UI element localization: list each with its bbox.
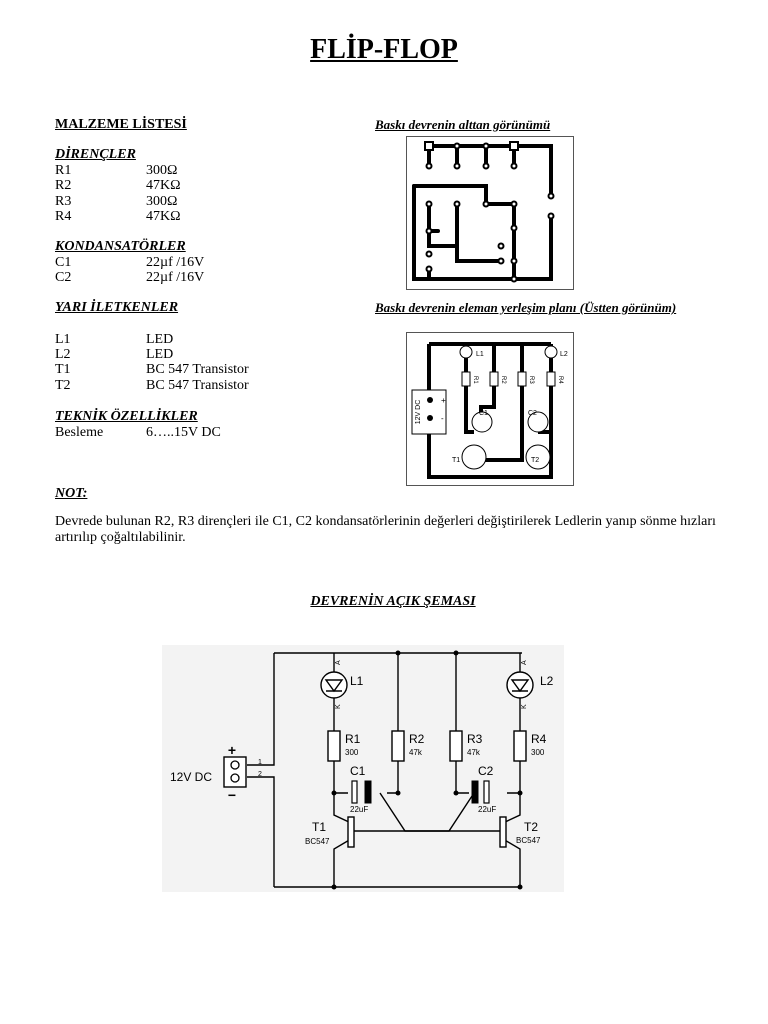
resistor-r2: [391, 730, 405, 762]
schematic-heading: DEVRENİN AÇIK ŞEMASI: [310, 594, 476, 609]
junction-dots: [331, 650, 523, 890]
component-outlines: [459, 345, 558, 470]
connector-pin-1: [230, 760, 240, 770]
pin-1-label: 1: [258, 759, 262, 766]
transistor-t2: [499, 816, 507, 848]
component-ref: T1: [55, 362, 71, 377]
pcb-top-view: 12V DC + - L1 L2 R1 R2 R3 R4 C1 C2 T1 T2: [406, 332, 574, 486]
t1-value: BC547: [305, 837, 330, 846]
l2-anode-label: A: [521, 660, 528, 665]
r1-label: R1: [472, 376, 478, 384]
pin-2-label: 2: [258, 771, 262, 778]
pcb-board: [406, 136, 574, 290]
plus-label: +: [441, 396, 446, 405]
supply-minus: −: [228, 787, 236, 803]
c2-value: 22uF: [478, 805, 496, 814]
c2-label: C2: [478, 764, 494, 778]
resistor-r4: [513, 730, 527, 762]
component-value: 47KΩ: [146, 178, 181, 193]
transistor-t1: [347, 816, 355, 848]
component-value: LED: [146, 332, 174, 347]
connector-pin-2: [230, 773, 240, 783]
semiconductors-heading: YARI İLETKENLER: [55, 300, 179, 315]
r3-value: 47k: [467, 748, 481, 757]
l2-label: L2: [560, 351, 568, 358]
component-ref: Besleme: [55, 425, 104, 440]
pad: [427, 415, 433, 421]
component-ref: C1: [55, 255, 72, 270]
resistors-heading: DİRENÇLER: [55, 147, 136, 162]
r1-label: R1: [345, 732, 361, 746]
t1-label: T1: [312, 820, 326, 834]
dc-label: 12V DC: [415, 400, 422, 425]
capacitor-c1: [351, 780, 372, 804]
r4-value: 300: [531, 748, 545, 757]
component-ref: T2: [55, 378, 71, 393]
c1-value: 22uF: [350, 805, 368, 814]
component-value: BC 547 Transistor: [146, 378, 249, 393]
r1-value: 300: [345, 748, 359, 757]
l2-label: L2: [540, 674, 554, 688]
material-list-heading: MALZEME LİSTESİ: [55, 117, 187, 132]
capacitors-heading: KONDANSATÖRLER: [55, 239, 186, 254]
component-ref: L2: [55, 347, 71, 362]
t2-value: BC547: [516, 836, 541, 845]
c2-label: C2: [528, 410, 537, 417]
pcb-top-caption: Baskı devrenin eleman yerleşim planı (Üs…: [375, 300, 677, 315]
l1-label: L1: [350, 674, 364, 688]
pcb-pads: [424, 141, 555, 283]
l2-cathode-label: K: [521, 704, 528, 709]
supply-connector: [223, 756, 247, 788]
note-text: Devrede bulunan R2, R3 dirençleri ile C1…: [55, 514, 716, 545]
pcb-bottom-view: [406, 136, 574, 290]
led-l1: [320, 671, 348, 699]
r2-value: 47k: [409, 748, 423, 757]
c1-label: C1: [479, 410, 488, 417]
circuit-schematic: + − 1 2 12V DC L1 A K L2 A K R1 300 R2 4…: [162, 645, 564, 892]
l1-cathode-label: K: [335, 704, 342, 709]
l1-anode-label: A: [335, 660, 342, 665]
led-l2: [506, 671, 534, 699]
r2-label: R2: [500, 376, 506, 384]
note-heading: NOT:: [55, 486, 88, 501]
component-ref: C2: [55, 270, 72, 285]
pad: [427, 397, 433, 403]
supply-label: 12V DC: [170, 770, 212, 784]
r4-label: R4: [531, 732, 547, 746]
component-ref: R1: [55, 163, 72, 178]
r3-label: R3: [467, 732, 483, 746]
t1-label: T1: [452, 457, 460, 464]
component-ref: R3: [55, 194, 72, 209]
capacitor-c2: [471, 780, 490, 804]
c1-label: C1: [350, 764, 366, 778]
t2-label: T2: [524, 820, 538, 834]
pcb-bottom-caption: Baskı devrenin alttan görünümü: [375, 117, 551, 132]
t2-label: T2: [531, 457, 539, 464]
component-value: 22µf /16V: [146, 270, 205, 285]
page-title: FLİP-FLOP: [310, 34, 458, 65]
component-value: 22µf /16V: [146, 255, 205, 270]
component-value: 300Ω: [146, 163, 178, 178]
r3-label: R3: [528, 376, 534, 384]
specs-heading: TEKNİK ÖZELLİKLER: [55, 409, 198, 424]
l1-label: L1: [476, 351, 484, 358]
r4-label: R4: [557, 376, 563, 384]
component-ref: R2: [55, 178, 72, 193]
resistor-r1: [327, 730, 341, 762]
minus-label: -: [441, 414, 444, 423]
component-value: 47KΩ: [146, 209, 181, 224]
component-value: BC 547 Transistor: [146, 362, 249, 377]
r2-label: R2: [409, 732, 425, 746]
component-ref: L1: [55, 332, 71, 347]
resistor-r3: [449, 730, 463, 762]
component-value: 6…..15V DC: [146, 425, 221, 440]
component-value: 300Ω: [146, 194, 178, 209]
component-ref: R4: [55, 209, 72, 224]
supply-plus: +: [228, 742, 236, 758]
component-value: LED: [146, 347, 174, 362]
